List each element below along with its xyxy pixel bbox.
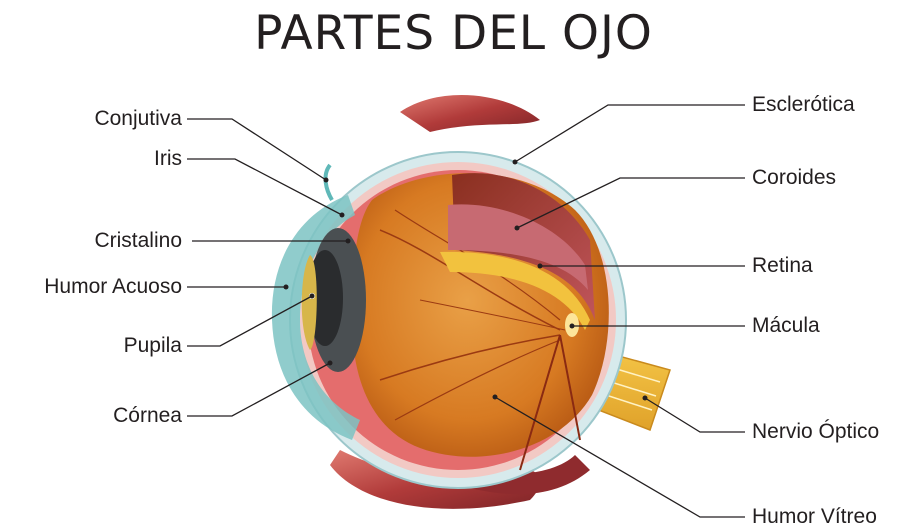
label-humor-vitreo: Humor Vítreo bbox=[752, 505, 877, 529]
label-macula: Mácula bbox=[752, 314, 820, 338]
label-esclerotica: Esclerótica bbox=[752, 93, 855, 117]
label-coroides: Coroides bbox=[752, 166, 836, 190]
label-nervio-optico: Nervio Óptico bbox=[752, 420, 879, 444]
label-pupila: Pupila bbox=[124, 334, 182, 358]
label-cornea: Córnea bbox=[113, 404, 182, 428]
label-retina: Retina bbox=[752, 254, 813, 278]
upper-muscle bbox=[400, 95, 540, 132]
label-iris: Iris bbox=[154, 147, 182, 171]
label-conjutiva: Conjutiva bbox=[94, 107, 182, 131]
label-humor-acuoso: Humor Acuoso bbox=[44, 275, 182, 299]
label-cristalino: Cristalino bbox=[94, 229, 182, 253]
